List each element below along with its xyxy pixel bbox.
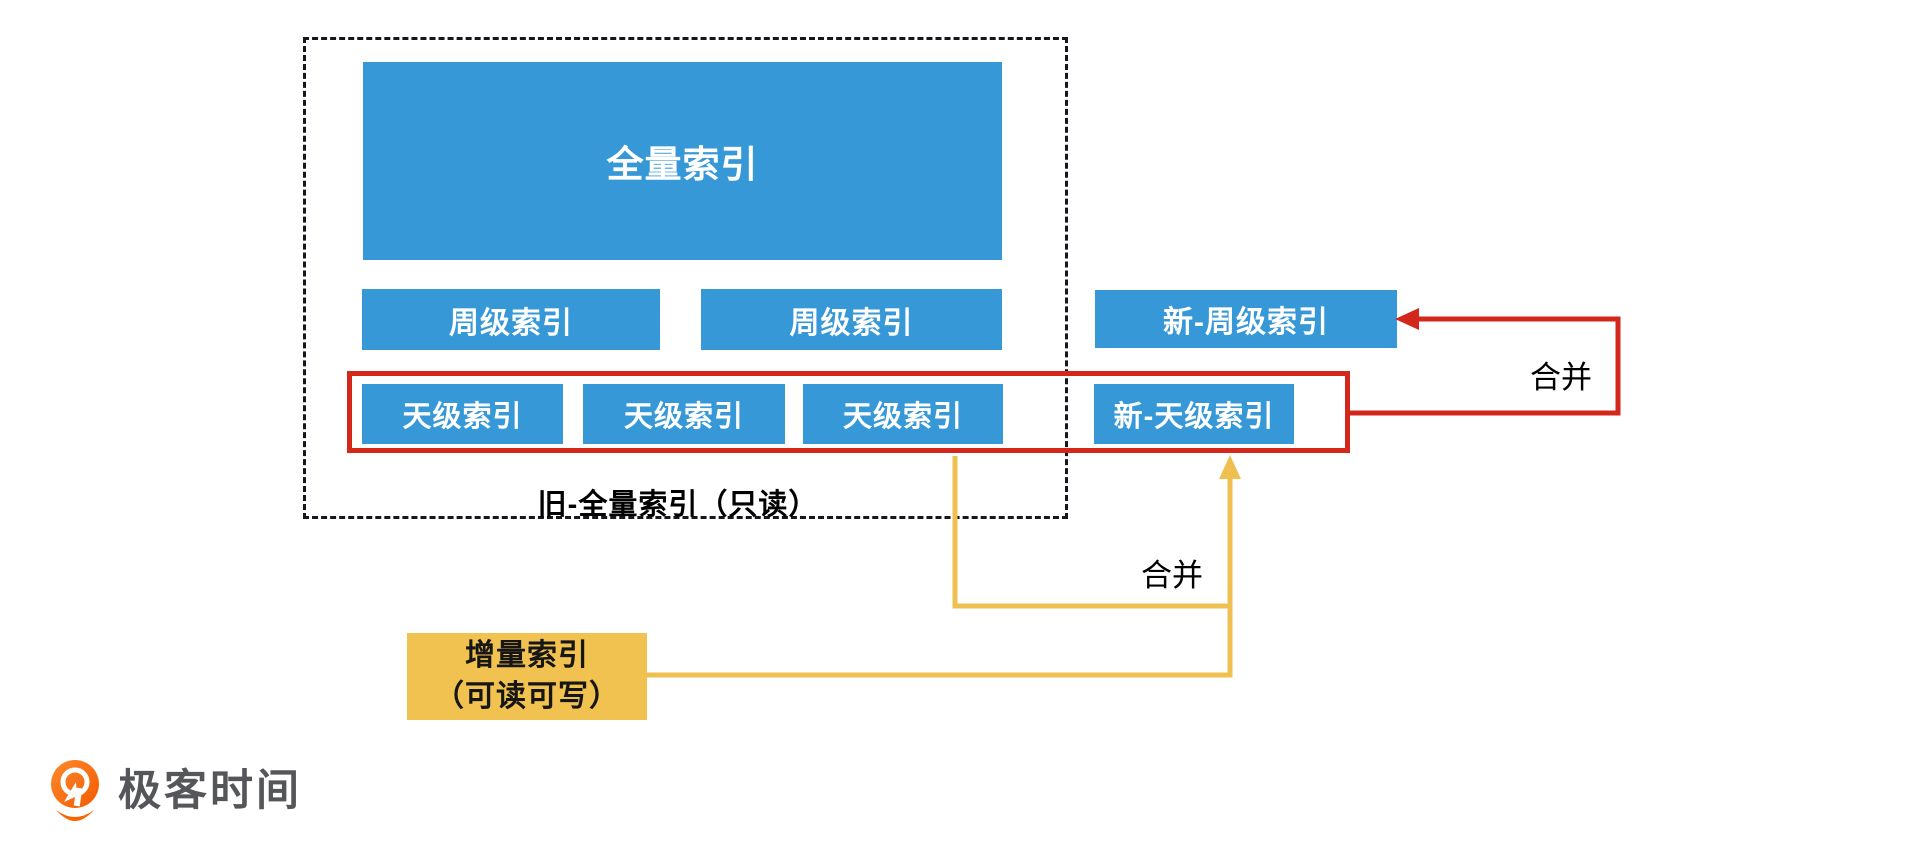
yellow-arrowhead-icon — [1219, 455, 1241, 479]
incremental-index-label-line1: 增量索引 — [465, 639, 589, 672]
day-index-box-2: 天级索引 — [583, 384, 785, 444]
day-index-label-1: 天级索引 — [402, 401, 523, 433]
incremental-index-box: 增量索引 （可读可写） — [407, 633, 647, 720]
week-index-label-1: 周级索引 — [449, 306, 573, 340]
week-index-label-2: 周级索引 — [789, 306, 914, 340]
full-index-label: 全量索引 — [606, 144, 759, 185]
day-index-box-3: 天级索引 — [803, 384, 1003, 444]
brand-name: 极客时间 — [118, 766, 302, 815]
merge-week-label: 合并 — [1530, 360, 1592, 395]
day-index-label-2: 天级索引 — [623, 401, 744, 433]
new-day-index-box: 新-天级索引 — [1094, 384, 1294, 444]
merge-day-label: 合并 — [1141, 558, 1203, 593]
week-index-box-1: 周级索引 — [362, 289, 660, 350]
incremental-index-label-line2: （可读可写） — [434, 679, 620, 713]
day-index-label-3: 天级索引 — [842, 401, 963, 433]
geektime-logo-icon — [51, 760, 99, 821]
red-arrowhead-icon — [1395, 308, 1419, 330]
new-week-index-box: 新-周级索引 — [1095, 290, 1397, 348]
week-index-box-2: 周级索引 — [701, 289, 1002, 350]
day-index-highlight-rect — [347, 371, 1350, 453]
new-week-index-label: 新-周级索引 — [1163, 306, 1329, 339]
full-index-box: 全量索引 — [363, 62, 1002, 260]
old-full-index-caption: 旧-全量索引（只读） — [537, 489, 819, 521]
new-day-index-label: 新-天级索引 — [1113, 401, 1275, 433]
brand-footer: 极客时间 — [46, 758, 302, 824]
day-index-box-1: 天级索引 — [362, 384, 563, 444]
